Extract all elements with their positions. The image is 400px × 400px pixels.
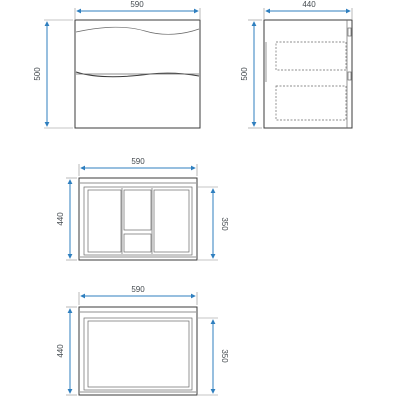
- front-width-label: 590: [130, 0, 144, 9]
- plan-lower-compartment: [87, 320, 190, 388]
- side-handle-lower: [347, 71, 352, 81]
- side-upper-drawer-box: [275, 41, 347, 71]
- top-drawer-curve: [75, 26, 200, 35]
- front-view-outline: [74, 19, 201, 129]
- side-height-label: 500: [240, 67, 249, 81]
- plan-lower-depth-label: 440: [56, 344, 65, 358]
- top-drawer-divider: [75, 71, 200, 78]
- plan-upper-inner: [83, 186, 193, 256]
- side-view: 440 500: [240, 0, 353, 129]
- plan-lower-inner: [83, 317, 193, 391]
- plan-upper-center-small: [123, 233, 152, 253]
- plan-view-upper: 590 440 350: [56, 157, 229, 261]
- plan-upper-right-compartment: [153, 189, 190, 253]
- front-view: 590 500: [33, 0, 201, 129]
- plan-lower-width-label: 590: [131, 285, 145, 294]
- side-depth-label: 440: [302, 0, 316, 9]
- front-height-label: 500: [33, 67, 42, 81]
- plan-view-lower: 590 440 350: [56, 285, 229, 396]
- plan-upper-depth-label: 440: [56, 212, 65, 226]
- side-lower-drawer-box: [275, 85, 347, 121]
- plan-upper-left-compartment: [87, 189, 122, 253]
- plan-lower-inner-depth-label: 350: [220, 349, 229, 363]
- plan-upper-width-label: 590: [131, 157, 145, 166]
- plan-upper-center-compartment: [123, 189, 152, 231]
- plan-upper-outline: [78, 177, 198, 261]
- side-handle-upper: [347, 27, 352, 37]
- side-view-outline: [263, 19, 353, 129]
- plan-upper-inner-depth-label: 350: [220, 217, 229, 231]
- plan-lower-outline: [78, 306, 198, 396]
